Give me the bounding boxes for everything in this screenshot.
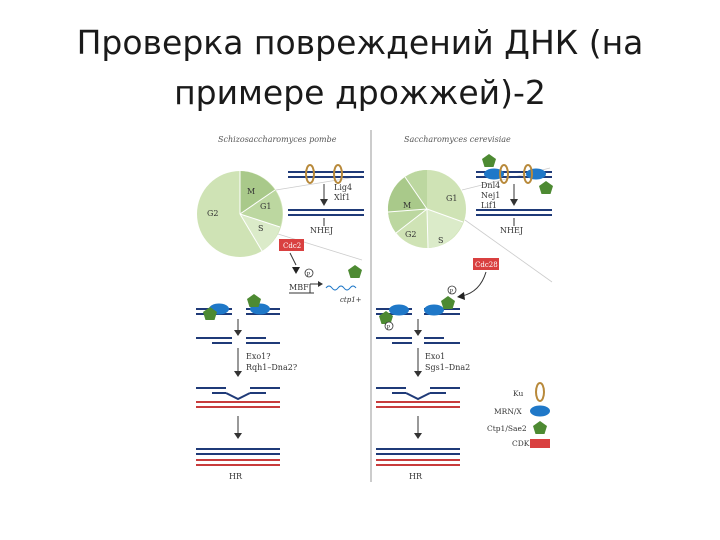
ctp1-mrna: [325, 285, 357, 291]
ctp1-protein-icon: [247, 294, 261, 307]
slide-title: Проверка повреждений ДНК (на примере дро…: [40, 18, 680, 118]
title-line-2: примере дрожжей)-2: [174, 73, 546, 112]
left-gene-label: ctp1+: [340, 296, 362, 304]
ku-ring-icon: [523, 164, 533, 184]
left-cdk-box: [279, 239, 304, 251]
right-phase-g2: G2: [405, 230, 416, 239]
legend-label-ctp1: Ctp1/Sae2: [487, 424, 527, 433]
right-phase-m: M: [403, 201, 411, 210]
left-strand-invasion: [196, 387, 280, 439]
left-organism-label: Schizosaccharomyces pombe: [218, 135, 337, 144]
sae2-protein-icon: [482, 154, 496, 167]
ku-ring-icon: [535, 382, 545, 402]
ctp1-protein-icon: [533, 421, 547, 434]
right-nhej-label: NHEJ: [500, 226, 523, 235]
ku-ring-icon: [499, 164, 509, 184]
right-cell-cycle-pie: M G1 G2 S: [387, 170, 466, 249]
left-nhej-factor-2: Xlf1: [334, 193, 350, 202]
ctp1-protein-icon: [348, 265, 362, 278]
right-nhej-factor-3: Lif1: [481, 201, 497, 210]
left-phase-g2: G2: [207, 209, 218, 218]
left-dsb-complex: Exo1? Rqh1–Dna2?: [196, 294, 297, 377]
right-dsb-complex: P Exo1 Sgs1–Dna2: [376, 296, 470, 377]
right-phospho-label-1: P: [450, 289, 454, 295]
left-cdk-label: Cdc2: [283, 242, 301, 250]
left-hr-label: HR: [229, 472, 243, 481]
left-phospho-label: P: [307, 272, 311, 278]
left-phase-s: S: [258, 224, 263, 233]
right-hr-label: HR: [409, 472, 423, 481]
legend: Ku MRN/X Ctp1/Sae2 CDK: [487, 382, 550, 448]
right-cdk-label: Cdc28: [475, 261, 498, 269]
left-nhej-dna: Lig4 Xlf1 NHEJ: [288, 164, 364, 235]
right-nhej-dna: Dnl4 Nej1 Lif1 NHEJ: [476, 154, 553, 235]
right-organism-label: Saccharomyces cerevisiae: [404, 135, 511, 144]
ku-ring-icon: [333, 164, 343, 184]
right-resection-factor-1: Exo1: [425, 352, 445, 361]
left-nhej-factor-1: Lig4: [334, 183, 352, 192]
cdk-swatch: [530, 439, 550, 448]
left-resection-factor-1: Exo1?: [246, 352, 271, 361]
right-nhej-factor-1: Dnl4: [481, 181, 500, 190]
right-phase-s: S: [438, 236, 443, 245]
right-phase-g1: G1: [446, 194, 457, 203]
legend-label-ku: Ku: [513, 389, 523, 398]
right-cdk-box: [473, 258, 499, 270]
left-mbf-label: MBF: [289, 283, 309, 292]
legend-label-mrn: MRN/X: [494, 407, 522, 416]
right-nhej-factor-2: Nej1: [481, 191, 500, 200]
left-phase-g1: G1: [260, 202, 271, 211]
sae2-protein-icon: [441, 296, 455, 309]
left-panel: Schizosaccharomyces pombe G2 M G1 S: [196, 135, 364, 481]
left-phase-m: M: [247, 187, 255, 196]
mrn-complex-icon: [526, 168, 546, 180]
right-phospho-label-2: P: [387, 325, 391, 331]
left-nhej-label: NHEJ: [310, 226, 333, 235]
mrn-complex-icon: [389, 304, 409, 316]
legend-label-cdk: CDK: [512, 439, 530, 448]
mrn-complex-icon: [424, 304, 444, 316]
right-strand-invasion: [376, 387, 460, 439]
sae2-protein-icon: [539, 181, 553, 194]
ku-ring-icon: [305, 164, 315, 184]
left-cell-cycle-pie: G2 M G1 S: [197, 171, 283, 257]
left-repaired-dna: HR: [196, 448, 280, 481]
mrn-complex-icon: [530, 405, 550, 417]
left-resection-factor-2: Rqh1–Dna2?: [246, 363, 297, 372]
title-line-1: Проверка повреждений ДНК (на: [76, 23, 644, 62]
right-resection-factor-2: Sgs1–Dna2: [425, 363, 470, 372]
right-panel: Saccharomyces cerevisiae M G1 G2 S: [376, 135, 553, 481]
right-repaired-dna: HR: [376, 448, 460, 481]
